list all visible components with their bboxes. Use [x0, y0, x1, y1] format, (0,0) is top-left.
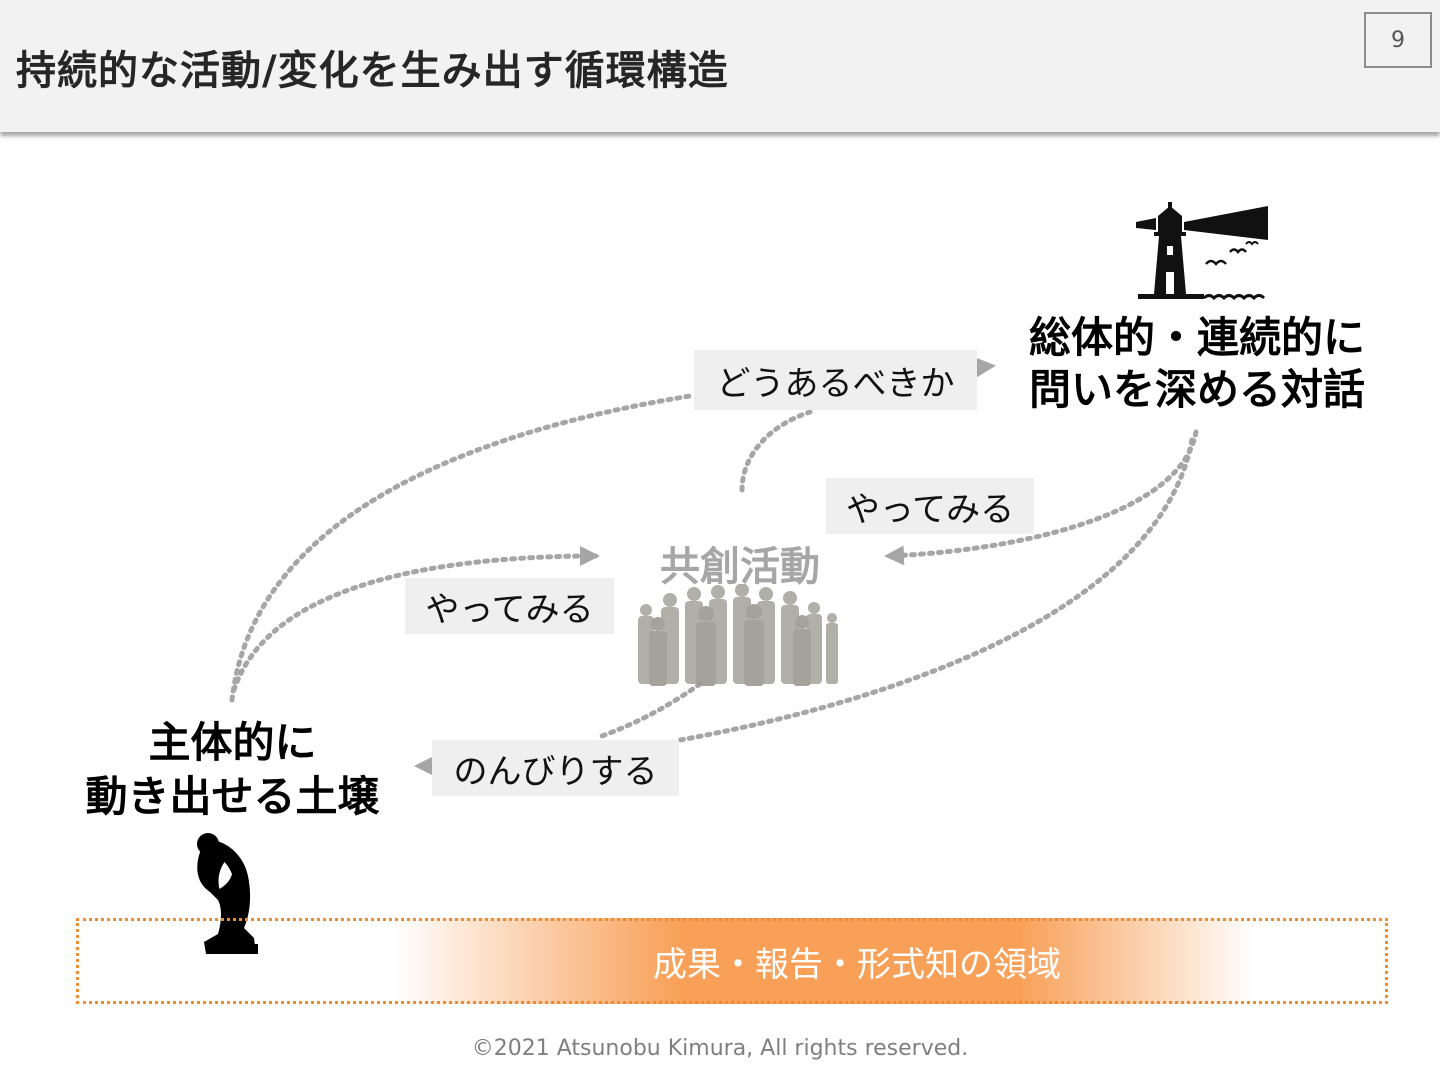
- page-title: 持続的な活動/変化を生み出す循環構造: [16, 48, 729, 94]
- arrow-foundation-to-cocreation: [231, 546, 600, 693]
- foundation-line-1: 主体的に: [148, 718, 317, 767]
- arrow-cocreation-to-relax: [599, 681, 703, 739]
- dialogue-line-1: 総体的・連続的に: [1028, 313, 1365, 362]
- foundation-line-2: 動き出せる土壌: [85, 772, 380, 821]
- dialogue-line-2: 問いを深める対話: [1028, 365, 1365, 414]
- edge-label-relax: のんびりする: [432, 740, 679, 796]
- crowd-icon: [638, 584, 838, 686]
- edge-label-try-it-left: やってみる: [405, 578, 614, 634]
- foundation-node-title: 主体的に 動き出せる土壌: [60, 716, 405, 824]
- lighthouse-icon: [1136, 202, 1268, 301]
- cocreation-node-title: 共創活動: [660, 544, 820, 590]
- arrow-foundation-to-dialogue: [229, 393, 693, 703]
- copyright-footer: ©2021 Atsunobu Kimura, All rights reserv…: [471, 1036, 969, 1061]
- edge-label-try-it-right: やってみる: [826, 478, 1034, 534]
- outcome-realm: 成果・報告・形式知の領域: [76, 918, 1388, 1004]
- page-number: 9: [1364, 12, 1432, 68]
- arrow-dialogue-to-cocreation: [884, 429, 1199, 566]
- arrow-dialogue-to-foundation: [677, 437, 1195, 743]
- edge-label-how-it-should-be: どうあるべきか: [694, 350, 977, 410]
- slide-header: 持続的な活動/変化を生み出す循環構造 9: [0, 0, 1440, 132]
- crowd-front-row: [649, 604, 811, 686]
- arrow-cocreation-to-question: [739, 409, 813, 493]
- outcome-realm-label: 成果・報告・形式知の領域: [653, 944, 1061, 985]
- dialogue-node-title: 総体的・連続的に 問いを深める対話: [1012, 312, 1382, 416]
